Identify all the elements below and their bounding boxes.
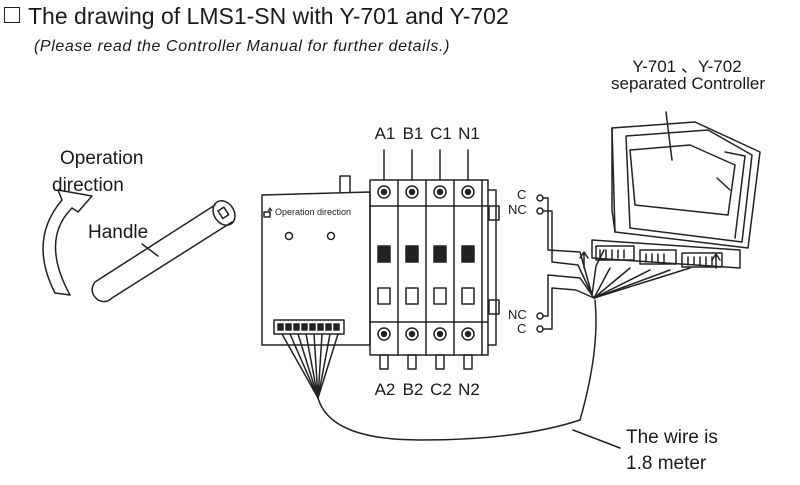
switch-operation-label: Operation direction (275, 207, 352, 217)
aux-bottom-nc-label: NC (508, 307, 527, 322)
terminal-label-top: B1 (402, 124, 424, 143)
wire-note-line1: The wire is (626, 427, 718, 448)
lms1-sn-switch (261, 149, 500, 370)
operation-label-line2: direction (52, 175, 124, 196)
aux-top-nc-label: NC (508, 202, 527, 217)
operation-label-line1: Operation (60, 148, 144, 169)
wire-note-line2: 1.8 meter (626, 453, 707, 474)
checkbox-square-icon (4, 7, 20, 23)
controller-label-line2: separated Controller (610, 74, 766, 93)
aux-top-c-label: C (517, 187, 527, 202)
terminal-label-top: N1 (458, 124, 480, 143)
page-title: The drawing of LMS1-SN with Y-701 and Y-… (4, 3, 509, 30)
terminal-label-top: A1 (374, 124, 396, 143)
handle-label: Handle (88, 222, 149, 243)
handle-icon (91, 200, 236, 303)
controller-icon (579, 121, 761, 269)
operation-arrow-icon (42, 189, 93, 296)
page-subtitle: (Please read the Controller Manual for f… (34, 38, 451, 55)
aux-bottom-c-label: C (517, 321, 527, 336)
terminal-label-bottom: A2 (374, 380, 396, 399)
title-text: The drawing of LMS1-SN with Y-701 and Y-… (28, 3, 509, 29)
terminal-label-bottom: B2 (402, 380, 424, 399)
terminal-label-bottom: C2 (430, 380, 452, 399)
terminal-label-top: C1 (430, 124, 452, 143)
terminal-label-bottom: N2 (458, 380, 480, 399)
controller-label-line1: Y-701 、Y-702 (632, 57, 742, 76)
